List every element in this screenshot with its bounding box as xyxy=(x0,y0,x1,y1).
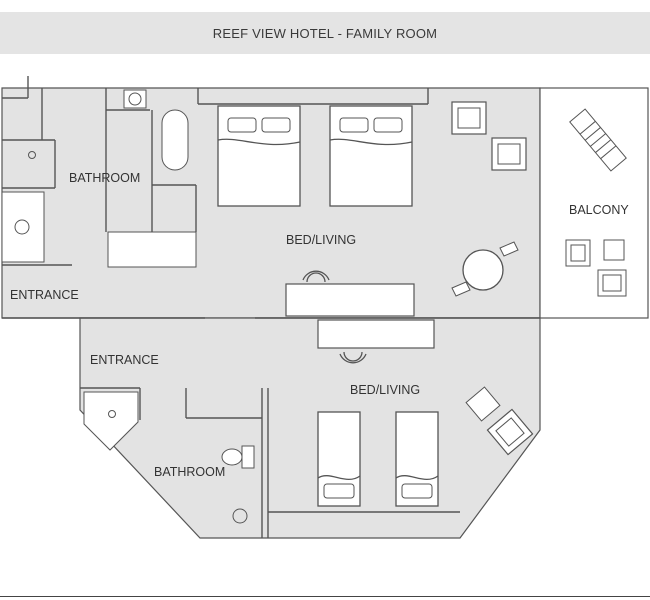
shower-drain-lower-icon xyxy=(108,410,116,418)
label-entrance-lower: ENTRANCE xyxy=(90,353,159,367)
double-bed-left xyxy=(217,105,301,207)
label-bed-living-lower: BED/LIVING xyxy=(350,383,420,397)
desk-chair-lower xyxy=(339,351,367,364)
lower-walls xyxy=(80,387,460,538)
single-bed-right xyxy=(395,411,439,507)
balcony-chair-left xyxy=(565,239,591,267)
toilet-icon xyxy=(221,445,255,469)
armchair-top-right xyxy=(491,137,527,171)
lower-unit-floor xyxy=(79,317,541,539)
vanity-counter xyxy=(107,231,197,268)
round-table-with-chairs xyxy=(451,241,519,297)
page-title: REEF VIEW HOTEL - FAMILY ROOM xyxy=(212,25,438,41)
armchair-lower xyxy=(486,408,534,456)
double-bed-right xyxy=(329,105,413,207)
balcony-chair-right xyxy=(597,269,627,297)
desk-lower xyxy=(317,319,435,349)
desk-upper xyxy=(285,283,415,317)
lower-side-table xyxy=(465,386,501,422)
title-bar: REEF VIEW HOTEL - FAMILY ROOM xyxy=(0,12,650,54)
basin-lower-icon xyxy=(232,508,248,524)
bottom-rule xyxy=(0,596,650,597)
shower-drain-icon xyxy=(14,219,30,235)
balcony-side-table xyxy=(603,239,625,261)
bathtub xyxy=(161,109,189,171)
shower-tray xyxy=(1,191,45,263)
label-balcony: BALCONY xyxy=(569,203,629,217)
label-bathroom-upper: BATHROOM xyxy=(69,171,140,185)
shower-tray-lower xyxy=(83,391,139,451)
label-bed-living-upper: BED/LIVING xyxy=(286,233,356,247)
basin-cabinet xyxy=(123,89,147,109)
label-entrance-upper: ENTRANCE xyxy=(10,288,79,302)
label-bathroom-lower: BATHROOM xyxy=(154,465,225,479)
single-bed-left xyxy=(317,411,361,507)
upper-walls xyxy=(2,76,540,319)
armchair-top-left xyxy=(451,101,487,135)
desk-chair-upper xyxy=(302,270,330,283)
floor-drain-icon xyxy=(28,151,36,159)
basin-icon xyxy=(128,92,142,106)
sun-lounger xyxy=(569,108,627,172)
